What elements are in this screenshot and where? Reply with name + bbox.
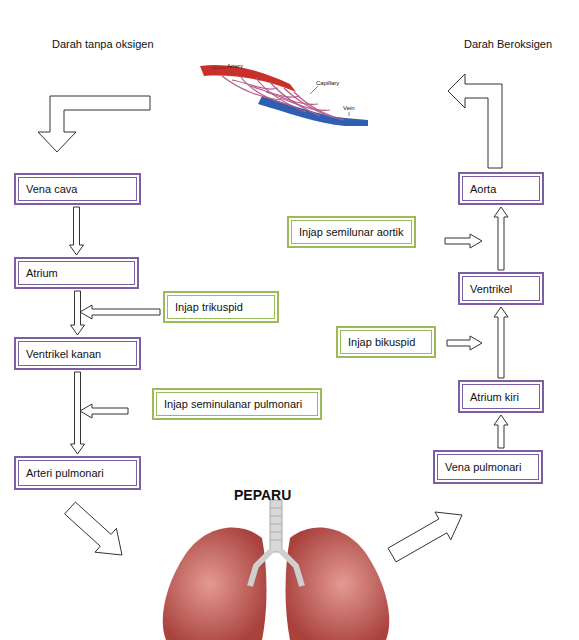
valve-pointer	[80, 404, 128, 418]
flow-connector	[71, 291, 85, 335]
box-text: Atrium	[26, 267, 58, 279]
box-text: Vena cava	[26, 183, 77, 195]
box-text: Ventrikel kanan	[26, 348, 101, 360]
chamber-box: Atrium	[14, 257, 139, 289]
heading-label: Darah Beroksigen	[464, 38, 552, 50]
capillary-illustration	[200, 65, 368, 126]
flow-arrow	[65, 502, 122, 555]
box-text: Ventrikel	[470, 283, 512, 295]
heading-label: Darah tanpa oksigen	[52, 38, 154, 50]
box-text: Injap trikuspid	[175, 301, 243, 313]
vessel-box: Aorta	[458, 172, 544, 205]
box-text: Aorta	[470, 183, 496, 195]
valve-pointer	[447, 336, 482, 350]
chamber-box: Ventrikel	[458, 272, 544, 305]
vessel-box: Arteri pulmonari	[14, 456, 141, 490]
flow-connector	[494, 415, 508, 448]
valve-box: Injap seminulanar pulmonari	[152, 388, 322, 420]
part-label: Capillary	[316, 80, 339, 86]
flow-connector	[494, 207, 508, 270]
box-text: Injap bikuspid	[348, 336, 415, 348]
flow-connector	[494, 307, 508, 378]
box-text: Injap seminulanar pulmonari	[164, 398, 302, 410]
flow-connector	[70, 207, 84, 255]
chamber-box: Atrium kiri	[458, 380, 544, 413]
flow-arrow	[448, 74, 502, 168]
box-text: Atrium kiri	[470, 391, 519, 403]
flow-connector	[71, 372, 85, 454]
valve-box: Injap bikuspid	[336, 326, 436, 358]
box-text: Vena pulmonari	[445, 461, 521, 473]
flow-arrow	[38, 96, 150, 152]
box-text: Injap semilunar aortik	[299, 226, 404, 238]
lungs-illustration	[163, 500, 389, 640]
valve-box: Injap semilunar aortik	[287, 216, 416, 248]
chamber-box: Ventrikel kanan	[14, 337, 141, 370]
part-label: Vein	[343, 105, 355, 111]
valve-pointer	[445, 234, 482, 248]
valve-box: Injap trikuspid	[163, 291, 279, 323]
part-label: Artery	[227, 63, 243, 69]
organ-label: PEPARU	[234, 487, 291, 503]
valve-pointer	[80, 305, 160, 319]
vessel-box: Vena pulmonari	[433, 450, 543, 484]
box-text: Arteri pulmonari	[26, 467, 104, 479]
vessel-box: Vena cava	[14, 173, 141, 205]
flow-arrow	[388, 512, 462, 562]
